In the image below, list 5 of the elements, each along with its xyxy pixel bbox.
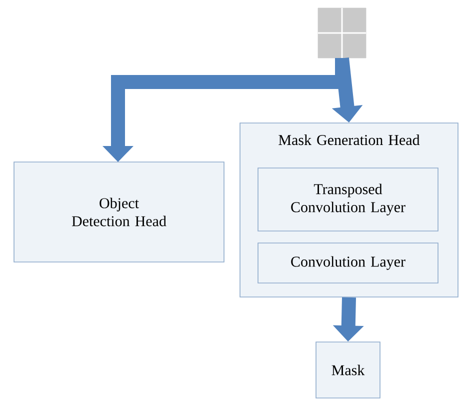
process-box: Convolution Layer bbox=[258, 242, 438, 284]
process-box: Object Detection Head bbox=[14, 162, 224, 262]
process-box: Mask bbox=[316, 342, 380, 398]
grid-icon bbox=[317, 7, 367, 59]
process-box: Transposed Convolution Layer bbox=[258, 168, 438, 232]
